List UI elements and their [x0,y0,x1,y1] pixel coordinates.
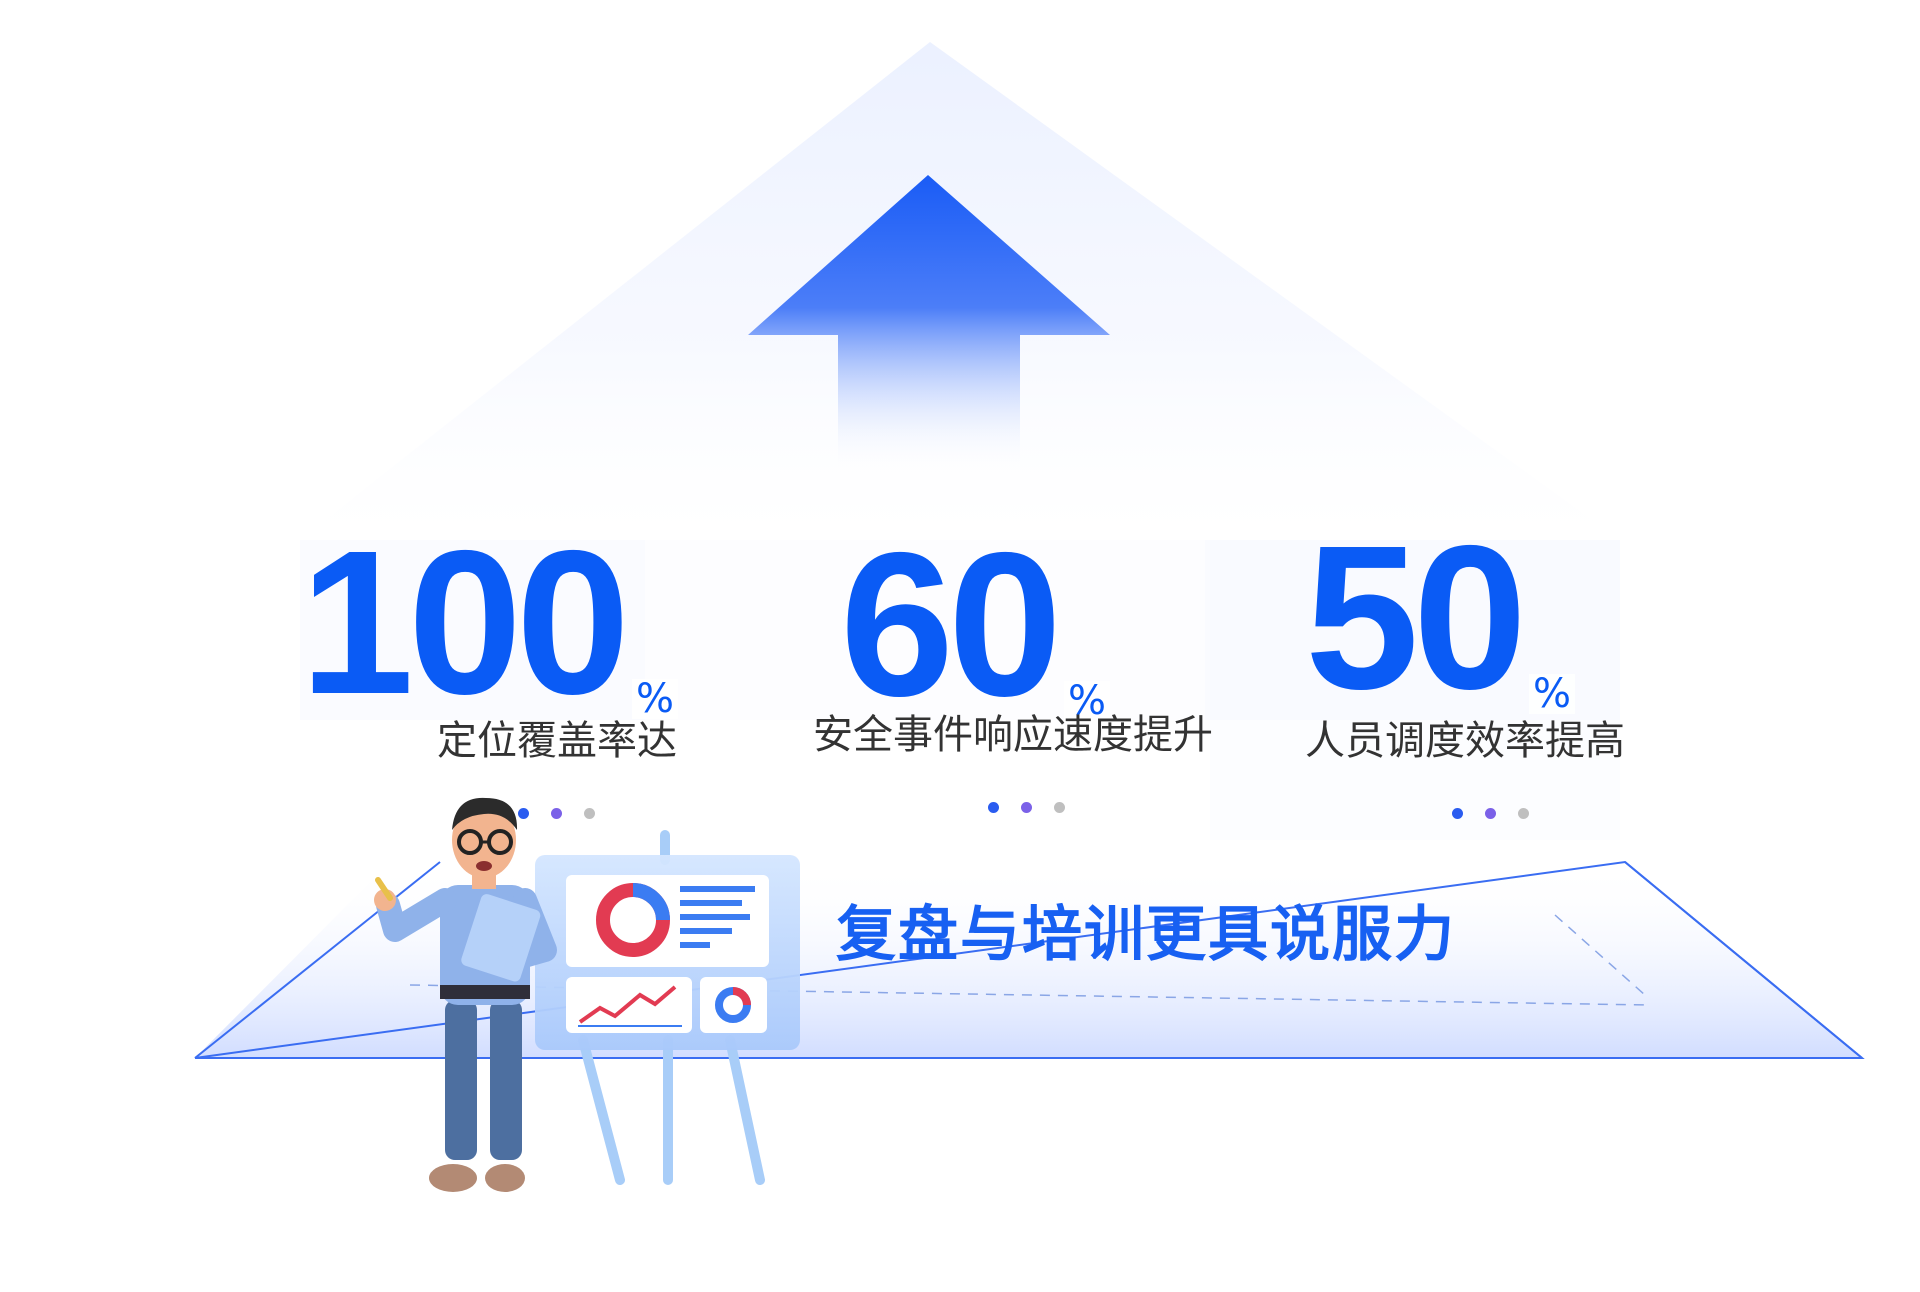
dot [1518,808,1529,819]
percent-sign: % [632,679,679,719]
dot [1452,808,1463,819]
dot [518,808,529,819]
dot [988,802,999,813]
percent-sign: % [1529,674,1576,714]
dot [584,808,595,819]
stat-response: 60 % [840,510,1111,739]
stat-label-dispatch: 人员调度效率提高 [1305,718,1625,764]
stat-coverage: 100 % [300,508,679,737]
presenter-person-icon [374,797,557,1192]
stat-label-response: 安全事件响应速度提升 [813,712,1213,758]
presentation-board-icon [535,830,800,1185]
up-arrow-icon [748,175,1110,470]
stat-dispatch: 50 % [1305,503,1576,732]
pager-dots [518,808,595,819]
stat-value: 100 [300,508,630,737]
pager-dots [988,802,1065,813]
dot [1485,808,1496,819]
dot [551,808,562,819]
stat-label-coverage: 定位覆盖率达 [437,718,677,764]
dot [1054,802,1065,813]
banner-heading: 复盘与培训更具说服力 [836,900,1456,970]
percent-sign: % [1064,681,1111,721]
stat-value: 60 [840,510,1062,739]
stat-value: 50 [1305,503,1527,732]
dot [1021,802,1032,813]
pager-dots [1452,808,1529,819]
